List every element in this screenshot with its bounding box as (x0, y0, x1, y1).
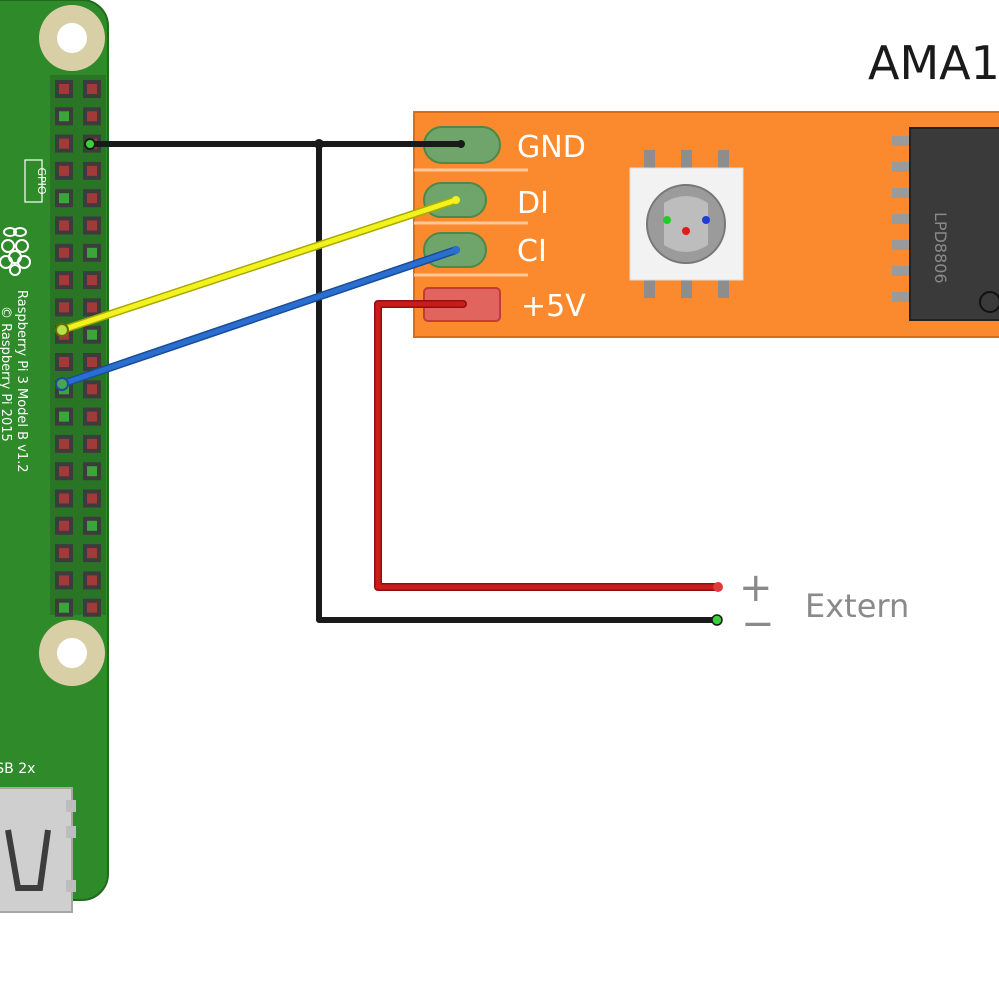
gpio-pin-contact (87, 357, 97, 367)
gpio-pin-contact (87, 411, 97, 422)
svg-text:GPIO: GPIO (35, 167, 48, 194)
usb-connector (0, 787, 76, 913)
endpoint (84, 138, 96, 150)
gpio-pin-contact (87, 438, 97, 449)
wire-5v (374, 300, 722, 591)
wires (55, 138, 723, 626)
board-model-text: Raspberry Pi 3 Model B v1.2 (14, 290, 29, 473)
gpio-pin-contact (59, 138, 69, 149)
pin-label-gnd: GND (517, 130, 586, 165)
endpoint (713, 582, 723, 592)
gpio-pin-contact (59, 466, 69, 477)
gpio-pin-contact (59, 602, 69, 613)
endpoint (55, 323, 69, 337)
pin-label-ci: CI (517, 234, 547, 269)
wire-gnd (87, 139, 720, 623)
chip-label: LPD8806 (931, 212, 950, 284)
pin-label-5v: +5V (521, 289, 586, 324)
board-copyright-text: © Raspberry Pi 2015 (0, 306, 13, 442)
raspberry-logo-icon (0, 227, 31, 276)
usb-label: USB 2x (0, 761, 35, 777)
endpoint (711, 614, 723, 626)
wire-di (58, 196, 460, 334)
gpio-pin-contact (59, 438, 69, 449)
endpoint (55, 377, 69, 391)
extern-label: Extern (805, 587, 909, 625)
plus-sign: + (739, 565, 773, 611)
gpio-pin-contact (59, 247, 69, 258)
gpio-pin-contact (87, 602, 97, 613)
rgb-led (629, 150, 744, 298)
gpio-pin-contact (87, 111, 97, 122)
gpio-pin-contact (87, 220, 97, 231)
strip-title: AMA1 (868, 36, 999, 90)
gpio-pin-contact (59, 275, 69, 286)
gpio-pin-contact (87, 302, 97, 313)
gpio-pin-contact (87, 275, 97, 286)
gpio-pin-contact (87, 384, 97, 395)
gpio-pin-contact (87, 84, 97, 94)
gpio-pin-contact (59, 84, 69, 94)
gpio-pin-contact (87, 165, 97, 176)
gpio-pin-contact (87, 466, 97, 477)
gpio-pin-contact (59, 575, 69, 586)
gpio-pin-contact (59, 357, 69, 367)
gpio-pin-contact (87, 247, 97, 258)
gpio-pin-contact (87, 520, 97, 531)
gpio-pin-contact (87, 193, 97, 204)
mounting-hole-top (39, 5, 105, 71)
gpio-pin-contact (59, 111, 69, 122)
endpoint (452, 246, 460, 254)
wire-ci (58, 246, 460, 388)
driver-chip: LPD8806 (892, 127, 999, 321)
gpio-pin-contact (87, 575, 97, 586)
gpio-label: GPIO (24, 159, 48, 203)
gpio-pin-contact (87, 493, 97, 504)
gpio-pin-contact (59, 302, 69, 313)
gpio-pin-contact (59, 220, 69, 231)
gpio-pin-contact (59, 548, 69, 559)
external-power: + − Extern (739, 565, 909, 647)
mounting-hole-bottom (39, 620, 105, 686)
gpio-pins (55, 80, 101, 617)
gpio-pin-contact (59, 493, 69, 504)
gpio-pin-contact (59, 165, 69, 176)
endpoint (452, 196, 460, 204)
gpio-pin-contact (87, 329, 97, 340)
gpio-pin-contact (59, 520, 69, 531)
led-strip: GND DI CI +5V (413, 111, 999, 338)
gpio-pin-contact (59, 411, 69, 422)
pin-label-di: DI (517, 186, 549, 221)
gpio-pin-contact (59, 193, 69, 204)
gpio-pin-contact (87, 548, 97, 559)
endpoint (457, 140, 465, 148)
minus-sign: − (741, 601, 775, 647)
raspberry-pi-board: GPIO Raspberry Pi 3 Model B v1.2 © Raspb… (0, 0, 109, 913)
